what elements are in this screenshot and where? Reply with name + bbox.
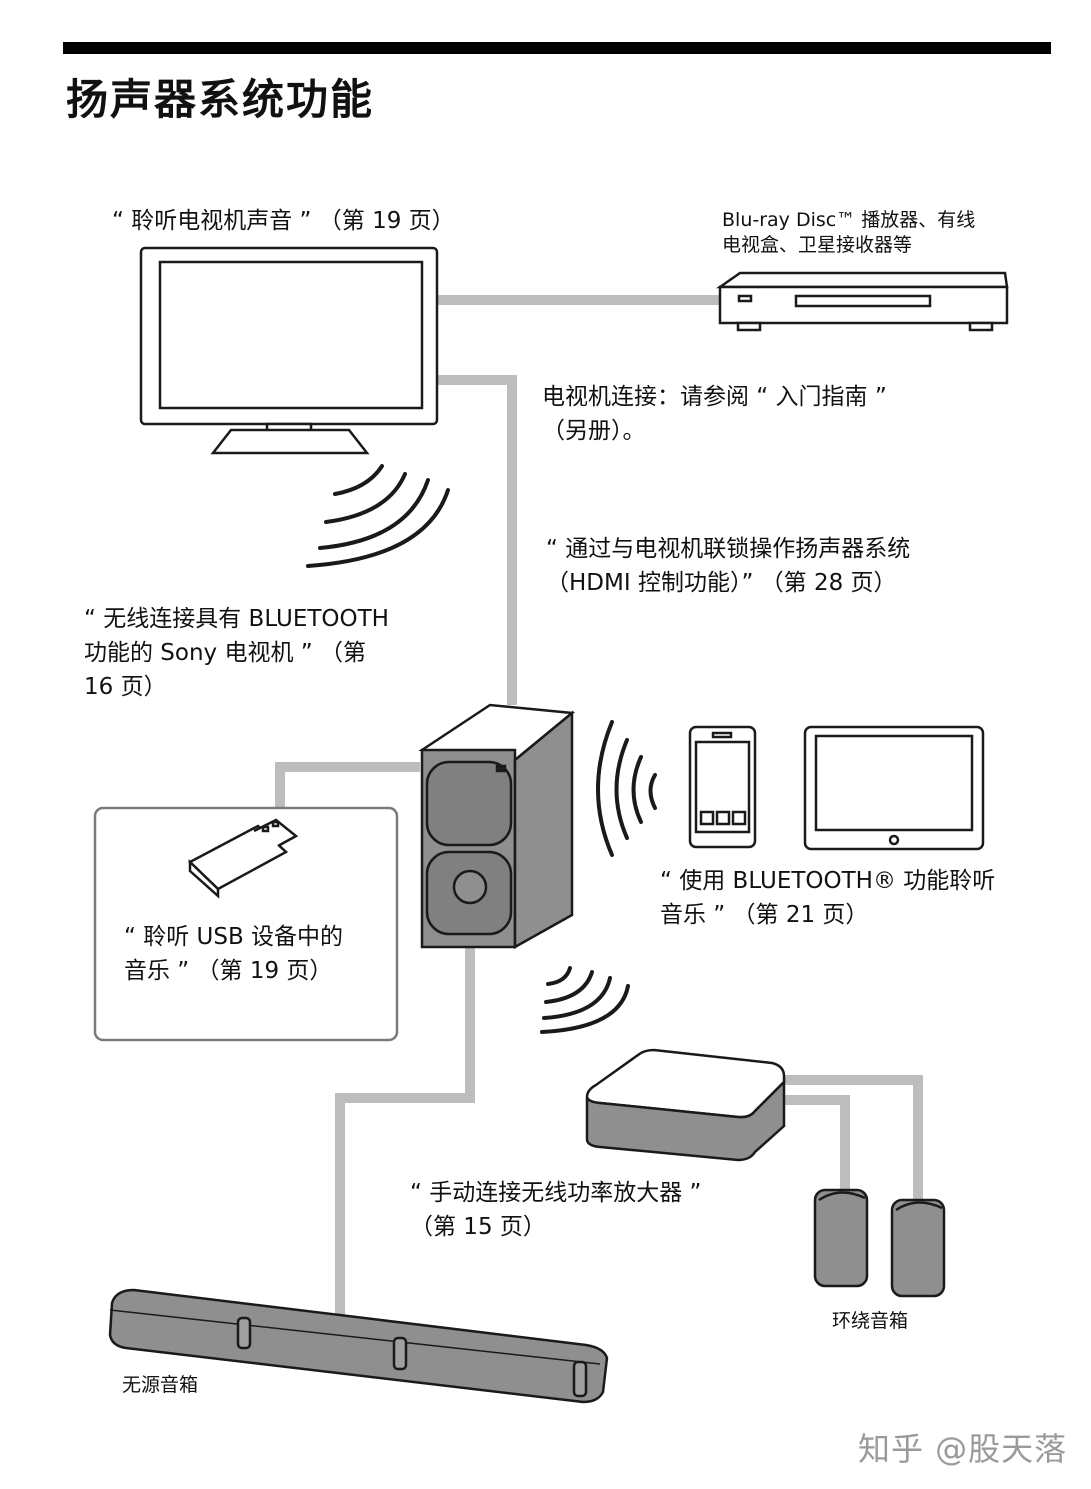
wireless-waves-tv-icon bbox=[306, 464, 450, 568]
smartphone-icon bbox=[688, 725, 757, 849]
page-title: 扬声器系统功能 bbox=[66, 75, 375, 124]
passive-speaker-bar-icon bbox=[108, 1288, 609, 1404]
label-passive: 无源音箱 bbox=[122, 1374, 199, 1396]
label-tv-sound: “ 聆听电视机声音 ” （第 19 页） bbox=[112, 208, 455, 234]
label-usb: “ 聆听 USB 设备中的 音乐 ” （第 19 页） bbox=[124, 924, 344, 984]
wireless-waves-amp-icon bbox=[540, 966, 630, 1034]
surround-speaker-left-icon bbox=[813, 1188, 869, 1288]
bluetooth-waves-icon bbox=[596, 720, 657, 857]
label-tv-connect: 电视机连接：请参阅 “ 入门指南 ” （另册）。 bbox=[542, 384, 887, 444]
usb-box bbox=[93, 806, 399, 1042]
cable-subwoofer-usb bbox=[275, 762, 420, 808]
wireless-amplifier-icon bbox=[585, 1048, 786, 1162]
subwoofer-icon bbox=[418, 703, 576, 950]
cable-tv-subwoofer bbox=[437, 375, 517, 705]
label-bluetooth-tv: “ 无线连接具有 BLUETOOTH 功能的 Sony 电视机 ” （第 16 … bbox=[84, 606, 389, 700]
cables bbox=[275, 295, 923, 1316]
surround-speaker-right-icon bbox=[890, 1198, 946, 1298]
label-surround: 环绕音箱 bbox=[832, 1310, 909, 1332]
cable-amp-right-speaker bbox=[785, 1075, 923, 1200]
label-bluetooth-music: “ 使用 BLUETOOTH® 功能聆听 音乐 ” （第 21 页） bbox=[660, 868, 996, 928]
header-rule bbox=[63, 42, 1051, 54]
tv-icon bbox=[139, 246, 439, 455]
usb-stick-icon bbox=[187, 818, 299, 899]
watermark: 知乎 @股天落 bbox=[858, 1430, 1068, 1468]
bluray-player-icon bbox=[716, 271, 1009, 332]
label-hdmi-control: “ 通过与电视机联锁操作扬声器系统 （HDMI 控制功能）” （第 28 页） bbox=[546, 536, 911, 596]
label-amplifier: “ 手动连接无线功率放大器 ” （第 15 页） bbox=[410, 1180, 702, 1240]
tablet-icon bbox=[803, 725, 985, 851]
label-player: Blu-ray Disc™ 播放器、有线 电视盒、卫星接收器等 bbox=[722, 209, 976, 256]
cable-amp-left-speaker bbox=[785, 1095, 850, 1190]
cable-subwoofer-soundbar bbox=[335, 945, 475, 1316]
